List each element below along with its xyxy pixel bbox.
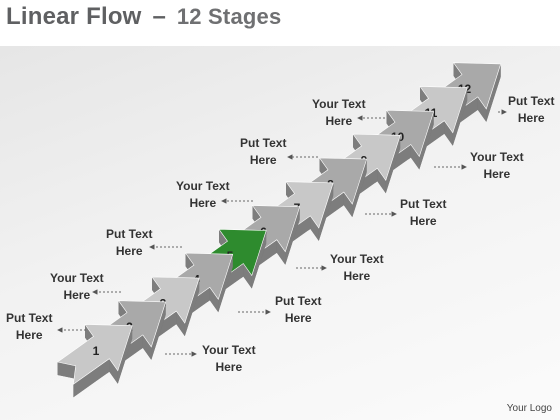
stage-1-number: 1 <box>93 344 100 358</box>
stage-9-arrow-edge <box>377 168 386 194</box>
stage-1-arrow-edge <box>109 358 118 384</box>
stage-3-label-line: Here <box>284 311 312 325</box>
stage-7-label-line: Put Text <box>400 197 447 211</box>
title-bar: Linear Flow – 12 Stages <box>0 0 560 46</box>
stage-9-label-line: Your Text <box>470 150 524 164</box>
stage-7-arrow-edge <box>310 215 319 241</box>
stage-6-label-line: Put Text <box>106 227 153 241</box>
stage-4-arrow-edge <box>218 254 233 313</box>
stage-10-label-line: Here <box>249 153 277 167</box>
title-separator: – <box>152 3 166 30</box>
stage-5-label-line: Your Text <box>330 252 384 266</box>
stage-8-label-line: Here <box>189 196 217 210</box>
stage-6-arrow-edge <box>276 239 286 265</box>
stage-11-label-line: Here <box>325 114 353 128</box>
stage-5-label-line: Here <box>343 269 371 283</box>
stage-4-label-line: Your Text <box>50 271 104 285</box>
stage-1-arrow-edge <box>73 358 110 398</box>
stage-11-arrow-edge <box>444 120 453 146</box>
stage-4-arrow-edge <box>209 287 219 313</box>
stage-7-label-line: Here <box>409 214 437 228</box>
stage-8-arrow-edge <box>343 192 353 218</box>
stage-1-arrow-edge <box>57 362 76 379</box>
title-sub: 12 Stages <box>176 4 282 29</box>
stage-3-label-line: Put Text <box>275 294 322 308</box>
logo-text: Your Logo <box>506 403 552 414</box>
stage-1-label-line: Your Text <box>202 343 256 357</box>
stage-4-label-line: Here <box>63 288 91 302</box>
stage-1-arrow-face <box>56 324 133 385</box>
title-main: Linear Flow <box>6 3 142 30</box>
stage-5-arrow-edge <box>243 263 252 289</box>
stage-8-arrow-edge <box>352 159 367 218</box>
stage-8-label-line: Your Text <box>176 179 230 193</box>
stage-12-label-line: Here <box>517 111 545 125</box>
stage-2-label-line: Put Text <box>6 311 53 325</box>
stage-10-arrow-edge <box>410 144 420 170</box>
stage-2-label-line: Here <box>15 328 43 342</box>
stage-7-arrow-edge <box>318 182 334 241</box>
stage-6-label-line: Here <box>115 244 143 258</box>
stage-10-label-line: Put Text <box>240 136 287 150</box>
stage-2-arrow-edge <box>142 334 152 360</box>
stage-12-arrow-edge <box>486 63 501 122</box>
stage-11-label-line: Your Text <box>312 97 366 111</box>
stage-2-arrow-edge <box>151 301 166 360</box>
stage-9-label-line: Here <box>483 167 511 181</box>
stage-1-arrow-edge <box>117 325 133 384</box>
stage-10-arrow-edge <box>419 111 434 170</box>
stage-12-label-line: Put Text <box>508 94 555 108</box>
stage-9-arrow-edge <box>385 135 401 194</box>
stage-6-arrow-edge <box>285 206 300 265</box>
page-title: Linear Flow – 12 Stages <box>6 3 281 31</box>
stage-5-arrow-edge <box>251 230 267 289</box>
stage-11-arrow-edge <box>452 87 468 146</box>
stage-1-arrow: 1 <box>56 324 133 398</box>
stage-1-label-line: Here <box>215 360 243 374</box>
stage-3-arrow-edge <box>176 311 185 337</box>
stage-3-arrow-edge <box>184 278 200 337</box>
stage-12-arrow-edge <box>477 96 487 122</box>
